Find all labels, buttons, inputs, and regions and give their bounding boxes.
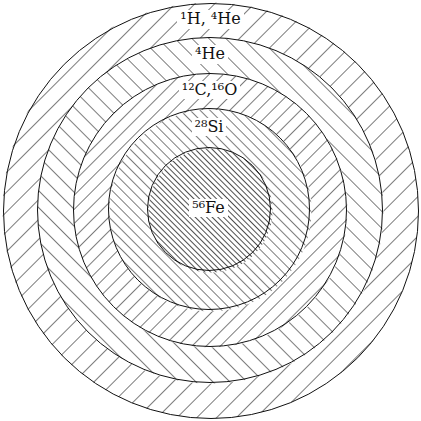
element-label: ⁴He: [192, 45, 228, 63]
star-shell: ²⁸Si ⁵⁶Fe: [108, 108, 310, 310]
element-label: ²⁸Si: [192, 118, 227, 136]
star-shell: ⁵⁶Fe: [147, 147, 271, 271]
star-shell: ⁴He ¹²C,¹⁶O ²⁸Si ⁵⁶Fe: [37, 37, 383, 383]
element-label: ¹H, ⁴He: [177, 10, 243, 28]
element-label: ⁵⁶Fe: [189, 199, 228, 217]
element-label: ¹²C,¹⁶O: [179, 81, 241, 99]
star-shell: ¹²C,¹⁶O ²⁸Si ⁵⁶Fe: [73, 73, 347, 347]
star-shell: ¹H, ⁴He ⁴He ¹²C,¹⁶O ²⁸Si ⁵⁶Fe: [3, 3, 419, 419]
